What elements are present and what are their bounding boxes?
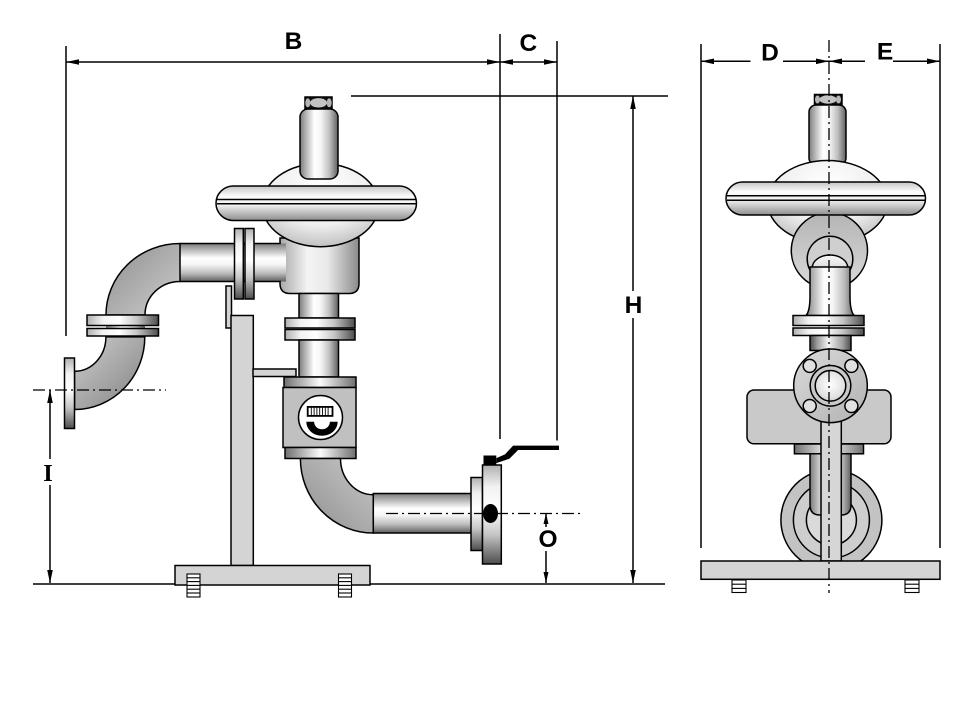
svg-text:O: O: [538, 526, 557, 553]
svg-text:I: I: [43, 460, 53, 487]
svg-text:E: E: [877, 39, 893, 66]
svg-text:H: H: [625, 292, 643, 319]
svg-text:B: B: [285, 28, 303, 55]
svg-text:D: D: [761, 40, 779, 67]
svg-text:C: C: [520, 30, 538, 57]
